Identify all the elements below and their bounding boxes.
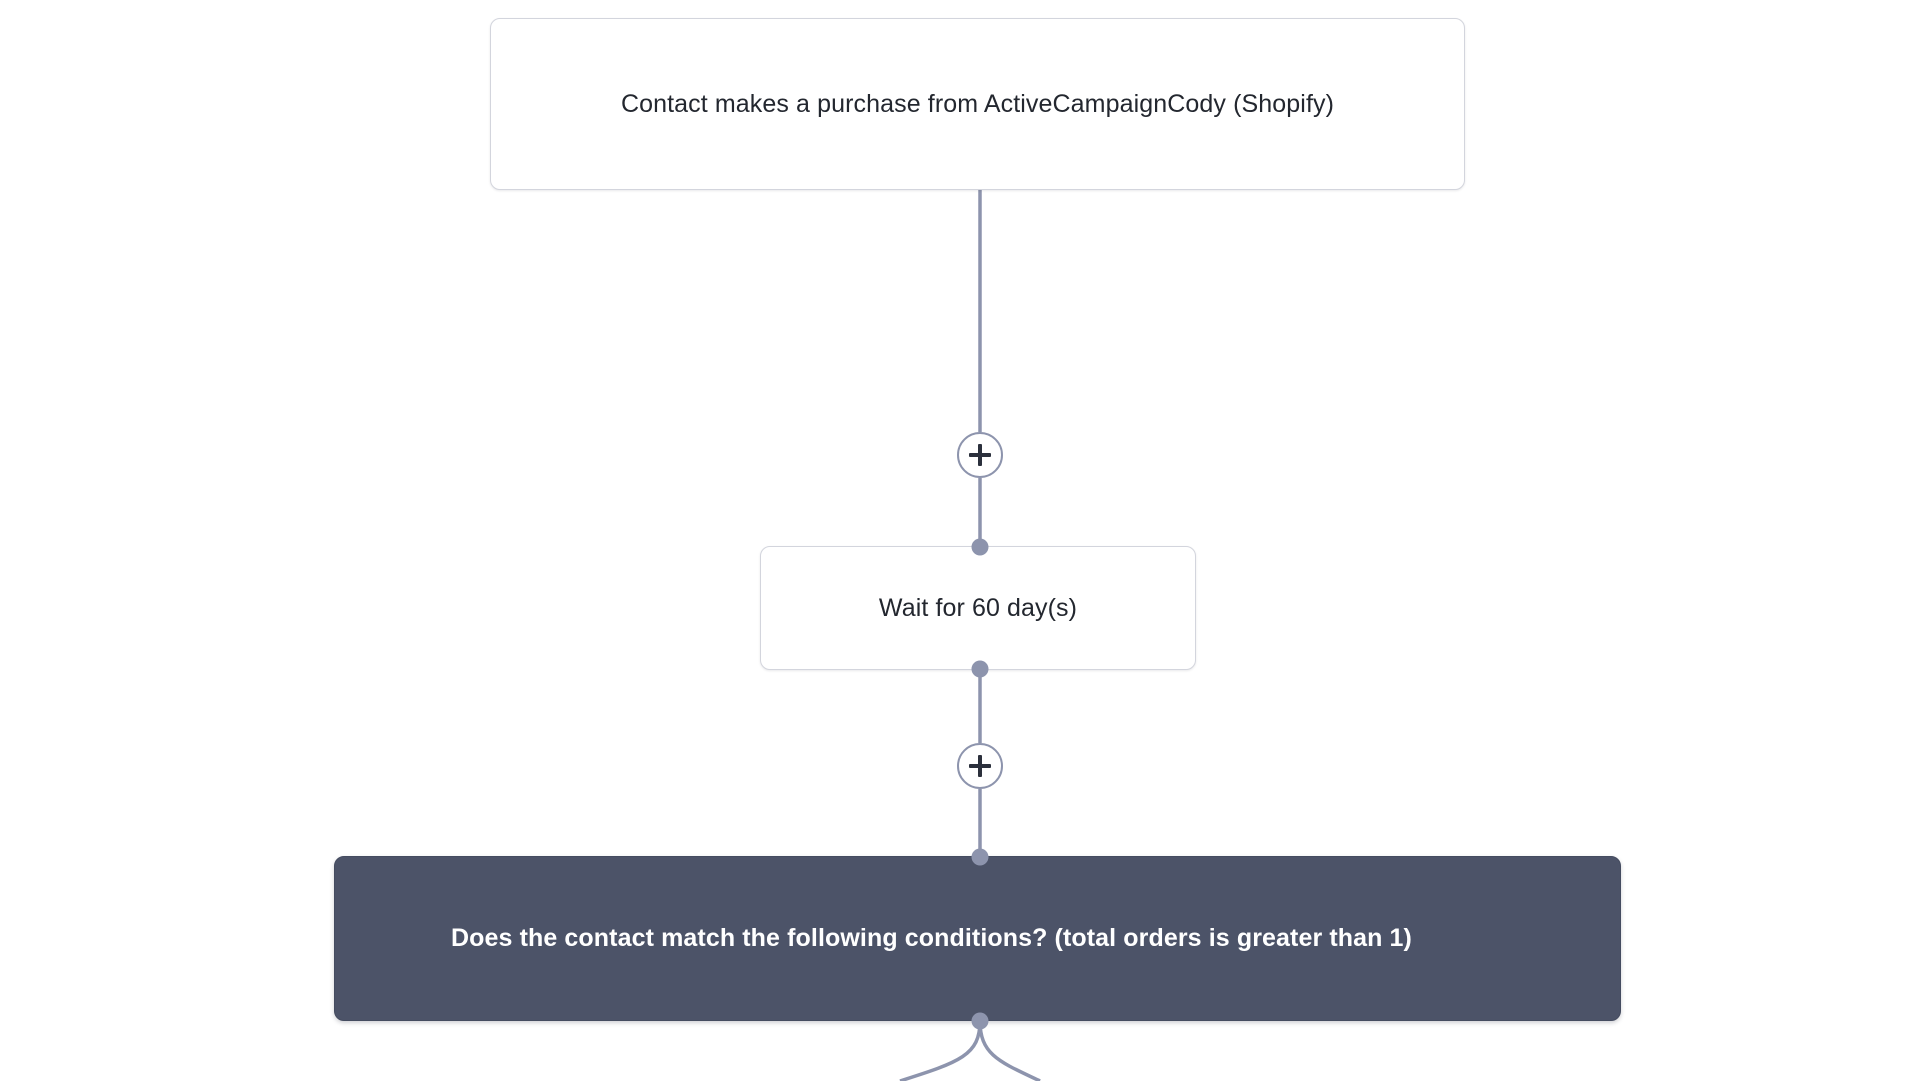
add-step-button-2[interactable] [957,743,1003,789]
port-dot-condition-bottom [971,1012,989,1030]
edge-condition-branch-left [899,1020,982,1081]
workflow-node-trigger-label: Contact makes a purchase from ActiveCamp… [620,89,1335,118]
workflow-node-wait-label: Wait for 60 day(s) [878,593,1078,622]
plus-icon-vertical [978,444,982,466]
edge-condition-branch-right [978,1020,1041,1081]
workflow-node-condition-label: Does the contact match the following con… [451,924,1412,953]
workflow-node-trigger[interactable]: Contact makes a purchase from ActiveCamp… [490,18,1465,190]
workflow-node-condition[interactable]: Does the contact match the following con… [334,856,1621,1021]
port-dot-condition-top [971,848,989,866]
port-dot-wait-top [971,538,989,556]
add-step-button-1[interactable] [957,432,1003,478]
plus-icon-vertical [978,755,982,777]
port-dot-wait-bottom [971,660,989,678]
workflow-node-wait[interactable]: Wait for 60 day(s) [760,546,1196,670]
